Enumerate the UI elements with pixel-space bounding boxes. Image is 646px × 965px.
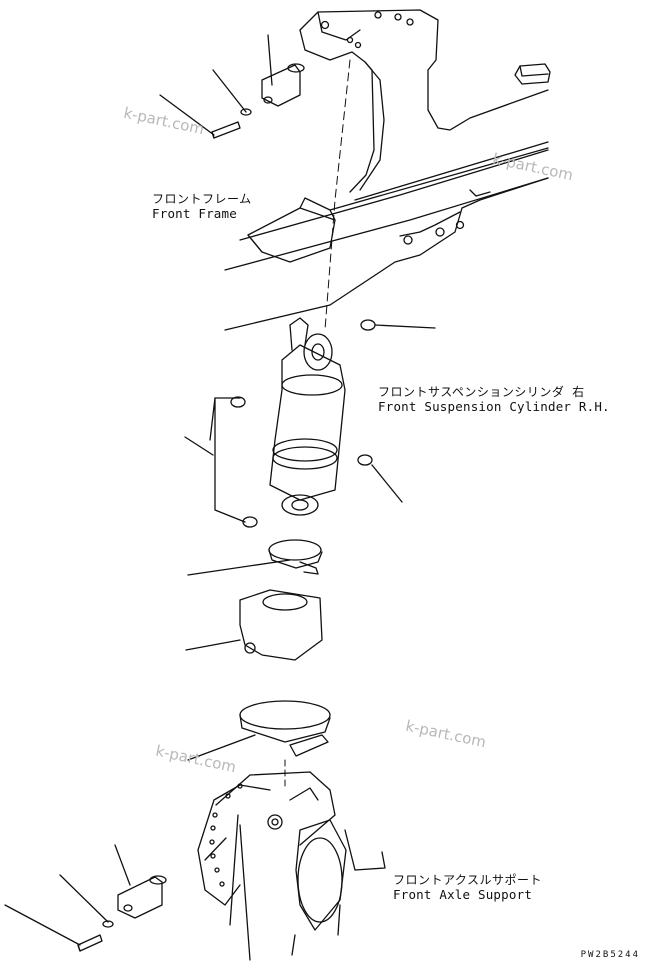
lower-clamp (187, 700, 331, 761)
axle-support-label-jp: フロントアクスルサポート (393, 873, 543, 887)
front-frame-label-jp: フロントフレーム (152, 192, 252, 206)
suspension-cylinder (184, 317, 436, 528)
upper-pin-assembly (159, 34, 305, 139)
front-frame-label-en: Front Frame (152, 205, 237, 221)
drawing-code: PW2B5244 (580, 950, 640, 960)
axle-support-label: フロントアクスルサポート Front Axle Support (393, 873, 543, 902)
axle-support-label-en: Front Axle Support (393, 886, 533, 902)
cylinder-label: フロントサスペンションシリンダ 右 Front Suspension Cylin… (378, 385, 610, 414)
clamp-and-collar (185, 539, 323, 661)
front-frame-label: フロントフレーム Front Frame (152, 192, 252, 221)
front-axle-support (197, 771, 386, 961)
front-frame (224, 9, 551, 331)
lower-pin-assembly (4, 844, 167, 952)
cylinder-label-jp: フロントサスペンションシリンダ 右 (378, 385, 585, 399)
cylinder-label-en: Front Suspension Cylinder R.H. (378, 398, 610, 414)
